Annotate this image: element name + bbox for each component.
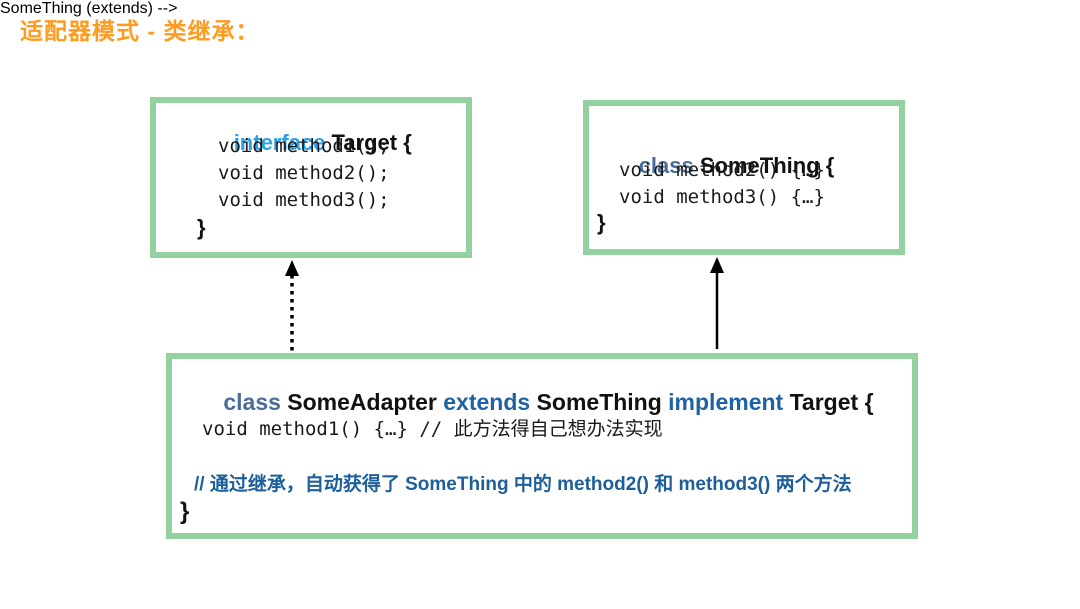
- adapter-name: SomeAdapter: [280, 389, 444, 416]
- adapter-method1-line: void method1() {…} // 此方法得自己想办法实现: [202, 418, 663, 440]
- superclass-name: SomeThing: [530, 389, 669, 416]
- adapter-inheritance-comment: // 通过继承，自动获得了 SomeThing 中的 method2() 和 m…: [194, 474, 852, 495]
- something-class-box: class SomeThing { void method2() {…} voi…: [583, 100, 905, 255]
- adapter-closing-brace: }: [180, 498, 190, 525]
- solid-arrow-head: [710, 257, 724, 273]
- dashed-inheritance-arrow: [285, 260, 299, 351]
- something-method3-line: void method3() {…}: [619, 186, 825, 208]
- something-name: SomeThing {: [693, 153, 835, 179]
- extends-keyword: extends: [443, 389, 531, 416]
- target-method2-line: void method2();: [218, 162, 390, 184]
- solid-inheritance-arrow: [710, 257, 724, 349]
- implement-keyword: implement: [668, 389, 784, 416]
- class-keyword: class: [638, 153, 694, 179]
- target-box-header: interface Target {: [197, 105, 412, 181]
- target-name: Target {: [325, 130, 412, 156]
- interface-name: Target {: [783, 389, 874, 416]
- class-keyword: class: [223, 389, 281, 416]
- target-closing-brace: }: [197, 215, 206, 240]
- dashed-arrow-head: [285, 260, 299, 276]
- page-title: 适配器模式 - 类继承：: [20, 18, 260, 44]
- target-method1-line: void method1();: [218, 135, 390, 157]
- target-interface-box: interface Target { void method1(); void …: [150, 97, 472, 258]
- adapter-class-box: class SomeAdapter extends SomeThing impl…: [166, 353, 918, 539]
- something-closing-brace: }: [597, 210, 606, 235]
- adapter-box-header: class SomeAdapter extends SomeThing impl…: [185, 363, 874, 442]
- interface-keyword: interface: [233, 130, 326, 156]
- target-method3-line: void method3();: [218, 189, 390, 211]
- something-box-header: class SomeThing {: [602, 128, 835, 204]
- something-method2-line: void method2() {…}: [619, 159, 825, 181]
